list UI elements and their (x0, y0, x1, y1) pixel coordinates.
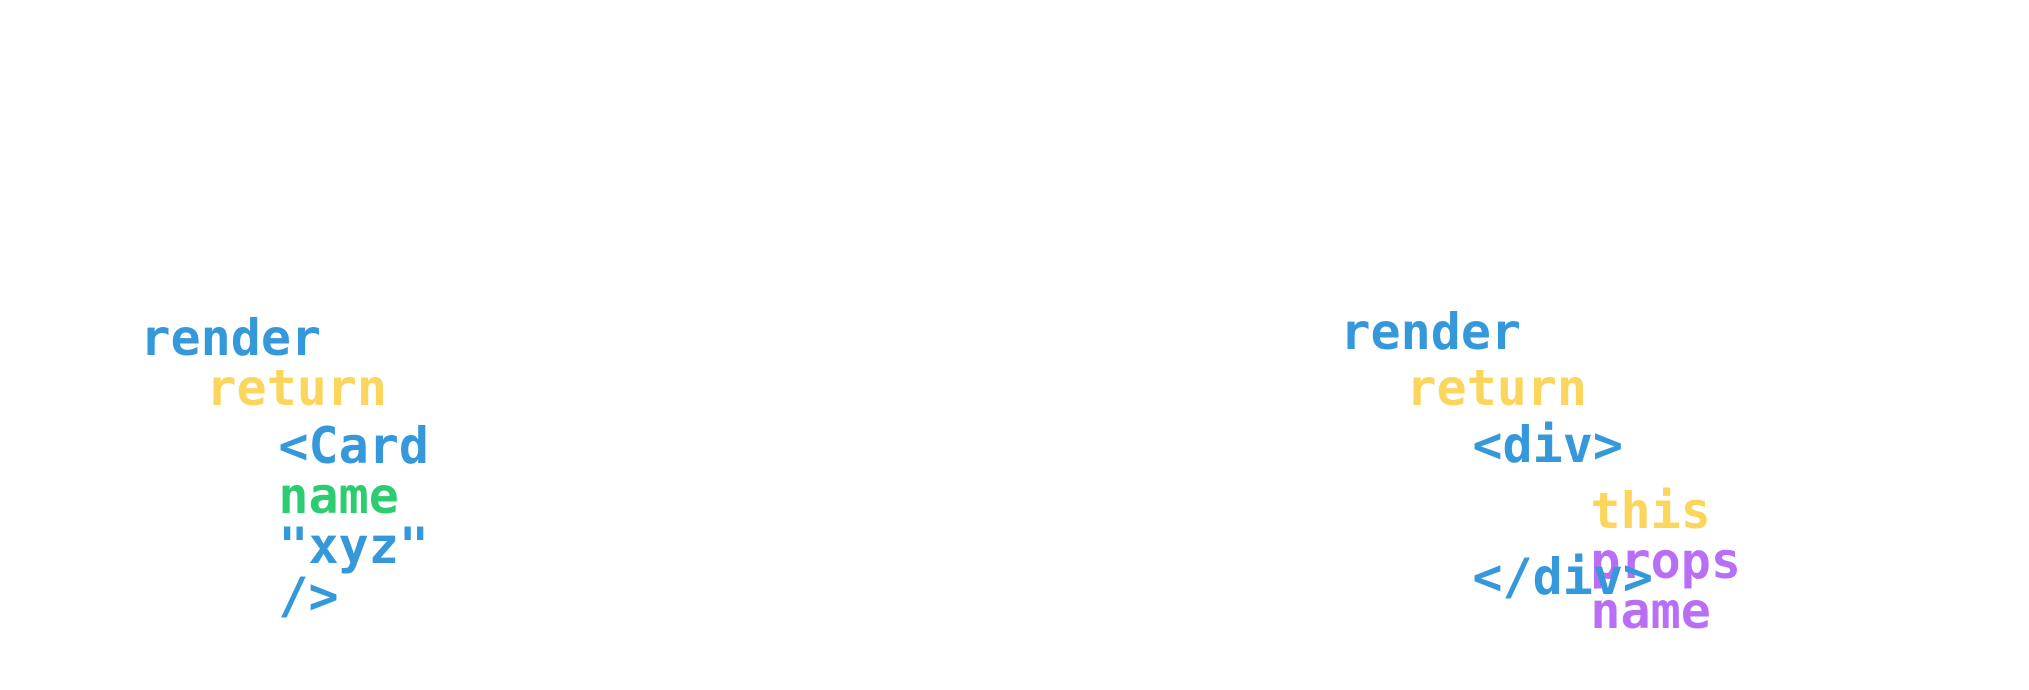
right-line-div-close: </div> (1352, 502, 1653, 652)
right-render-keyword: render (1340, 303, 1522, 361)
left-line-return: return (86, 313, 387, 463)
right-div-close-tag: </div> (1472, 548, 1654, 606)
right-line-return: return (1286, 313, 1587, 463)
left-line-render: render (20, 263, 321, 413)
left-card-attr-value: "xyz" (278, 517, 429, 575)
code-comparison: render return <Card name "xyz" /> render… (20, 257, 1741, 652)
right-line-render: render (1220, 257, 1521, 407)
left-card-tag-open: <Card (278, 417, 429, 475)
right-div-open-tag: <div> (1472, 416, 1623, 474)
left-card-attr-name: name (278, 467, 399, 525)
right-line-div-open: <div> (1352, 370, 1623, 520)
left-card-self-close: /> (278, 567, 339, 625)
left-line-card: <Card name "xyz" /> (158, 371, 429, 671)
left-return-keyword: return (206, 359, 388, 417)
right-return-keyword: return (1406, 359, 1588, 417)
left-render-keyword: render (140, 309, 322, 367)
right-this-keyword: this (1590, 482, 1711, 540)
right-props-word: props (1590, 532, 1741, 590)
right-line-this-props-name: this props name (1470, 436, 1741, 686)
right-name-word: name (1590, 582, 1711, 640)
